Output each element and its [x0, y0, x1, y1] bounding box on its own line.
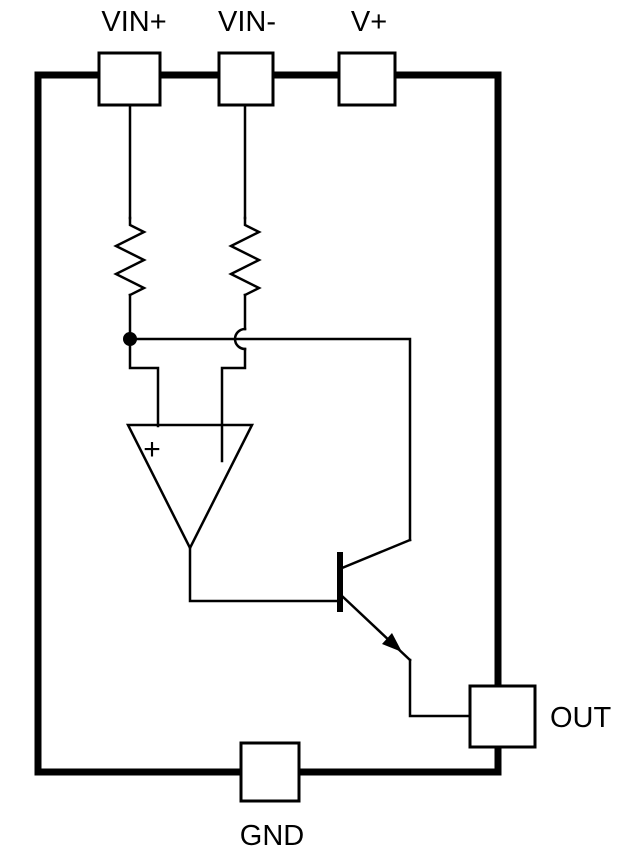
wire-opamp-output	[188, 546, 341, 603]
wire-opamp-inverting-input	[220, 347, 247, 463]
pin-pad-vinplus	[97, 51, 162, 107]
pin-pad-out	[468, 684, 537, 749]
wire-hop-icon	[233, 327, 247, 351]
resistor-vinminus-icon	[228, 216, 262, 297]
opamp-plus-mark: +	[143, 433, 161, 466]
pin-pad-vplus	[337, 51, 397, 107]
pin-pad-gnd	[239, 741, 301, 803]
wire-emitter-to-out	[408, 658, 472, 718]
pin-pad-vinminus	[217, 51, 275, 107]
label-vinplus: VIN+	[101, 6, 166, 38]
label-vplus: V+	[351, 6, 387, 38]
transistor-collector	[340, 538, 412, 570]
transistor-emitter-arrow-icon	[382, 633, 402, 652]
resistor-vinplus-icon	[113, 216, 147, 297]
label-gnd: GND	[240, 820, 304, 852]
wire-opamp-noninverting-input	[128, 337, 160, 428]
label-vinminus: VIN-	[218, 6, 276, 38]
ic-boundary	[34, 71, 502, 776]
wire-feedback-collector	[128, 337, 412, 542]
label-out: OUT	[550, 702, 612, 734]
